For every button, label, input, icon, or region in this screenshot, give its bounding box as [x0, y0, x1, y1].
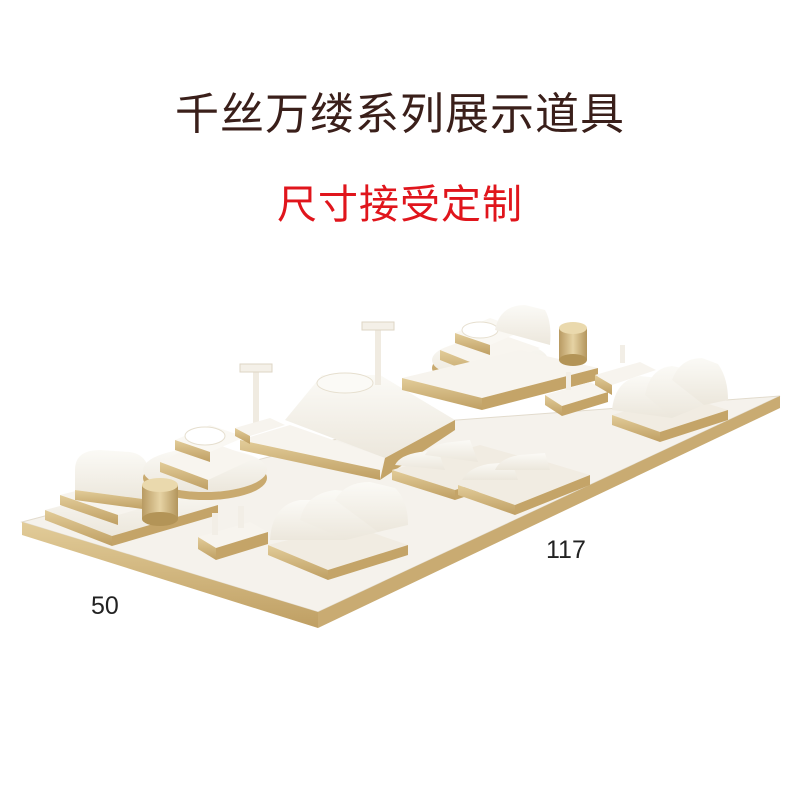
t-bar-stand-center [361, 321, 395, 385]
bangle-row-front [268, 482, 408, 580]
depth-dimension-label: 50 [91, 592, 119, 620]
customization-note: 尺寸接受定制 [277, 182, 523, 228]
bangle-row-right [612, 358, 728, 442]
t-bar-stand-left [235, 363, 285, 444]
earring-stand-left-front [198, 506, 268, 560]
product-title: 千丝万缕系列展示道具 [175, 89, 625, 140]
earring-stand-right [545, 345, 656, 416]
width-dimension-label: 117 [546, 536, 586, 564]
ring-tray-right-middle [458, 453, 590, 515]
bangle-stand-left [75, 450, 150, 510]
gold-cylinder-right [559, 322, 587, 366]
gold-cylinder-left [142, 478, 178, 526]
